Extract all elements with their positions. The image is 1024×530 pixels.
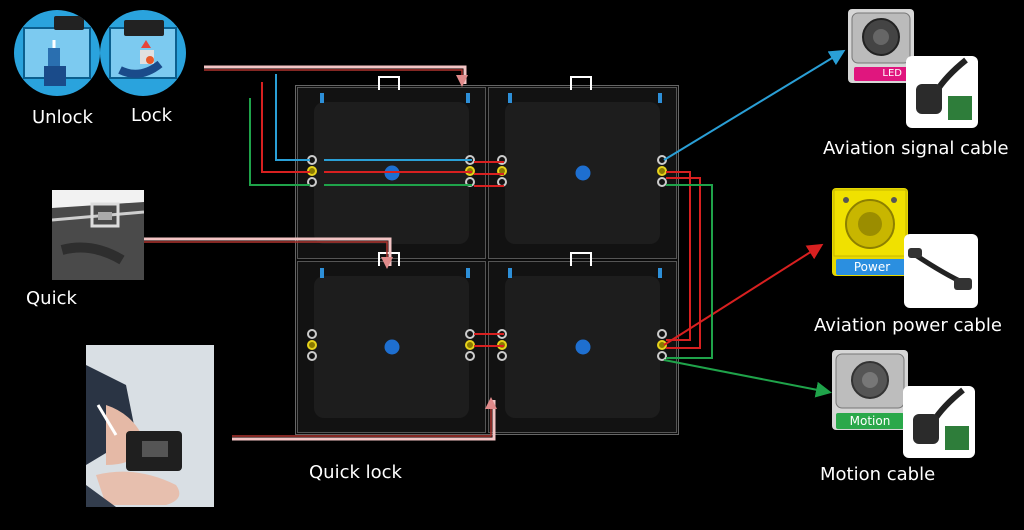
loop-power-wire: [666, 171, 691, 341]
corner-clip: [320, 93, 324, 103]
output-power-wire: [663, 243, 824, 346]
panel-bottom-left: [297, 261, 486, 433]
led-tag: LED: [854, 67, 908, 81]
corner-clip: [466, 268, 470, 278]
connector-group: [304, 328, 320, 368]
middle-latch: [570, 252, 592, 266]
power-tag: Power: [836, 259, 908, 275]
top-handle: [570, 76, 592, 90]
motion-cable-caption: Motion cable: [820, 464, 936, 485]
power-cable-icon: [908, 248, 972, 290]
aviation-power-connector-icon: [833, 189, 907, 257]
lock-latch-icon: [109, 20, 177, 79]
output-motion-wire: [663, 359, 832, 398]
unlock-caption: Unlock: [32, 107, 93, 128]
aviation-signal-cable-caption: Aviation signal cable: [823, 138, 1009, 159]
corner-clip: [508, 93, 512, 103]
corner-clip: [466, 93, 470, 103]
quick-caption: Quick: [26, 288, 77, 309]
jumper-top-middle: [474, 161, 504, 187]
connector-group: [654, 154, 670, 194]
input-power-wire: [261, 82, 310, 173]
loop-motion-wire: [666, 184, 713, 359]
connector-group: [654, 328, 670, 368]
hand-quick-lock-icon: [86, 345, 214, 507]
motion-tag: Motion: [836, 413, 904, 429]
quick-lock-line-bottom: [232, 397, 497, 441]
quick-lock-caption: Quick lock: [309, 462, 402, 483]
motion-connector-icon: [835, 353, 905, 409]
panel-bottom-right: [488, 261, 677, 433]
quick-latch-icon: [52, 190, 144, 280]
input-motion-wire: [249, 98, 310, 186]
jumper-bottom-middle: [474, 333, 504, 347]
connector-group: [494, 154, 510, 194]
corner-clip: [508, 268, 512, 278]
corner-clip: [658, 93, 662, 103]
top-handle: [378, 76, 400, 90]
quick-lock-line-middle: [144, 237, 393, 269]
motion-cable-photo: [903, 386, 975, 458]
output-signal-wire: [663, 49, 846, 161]
unlock-thumbnail: [14, 10, 100, 96]
unlock-latch-icon: [23, 16, 91, 86]
signal-cable-icon: [916, 57, 972, 120]
lock-thumbnail: [100, 10, 186, 96]
panel-top-right: [488, 87, 677, 259]
corner-clip: [320, 268, 324, 278]
aviation-signal-connector-icon: [851, 12, 911, 64]
quick-lock-line-top: [204, 65, 468, 87]
aviation-power-cable-caption: Aviation power cable: [814, 315, 1002, 336]
corner-clip: [658, 268, 662, 278]
input-signal-wire: [275, 74, 310, 161]
motion-connector-card: Motion: [832, 350, 908, 430]
lock-caption: Lock: [131, 105, 173, 126]
power-cable-photo: [904, 234, 978, 308]
quick-lock-photo: [86, 345, 214, 507]
led-connector-card: LED: [848, 9, 914, 83]
panel-center-dot: [384, 339, 399, 355]
panel-center-dot: [575, 165, 590, 181]
signal-cable-photo: [906, 56, 978, 128]
panel-center-dot: [575, 339, 590, 355]
motion-cable-icon: [913, 387, 969, 450]
quick-thumbnail: [52, 190, 144, 280]
loop-power-wire-2: [666, 177, 701, 349]
power-connector-card: Power: [832, 188, 908, 276]
